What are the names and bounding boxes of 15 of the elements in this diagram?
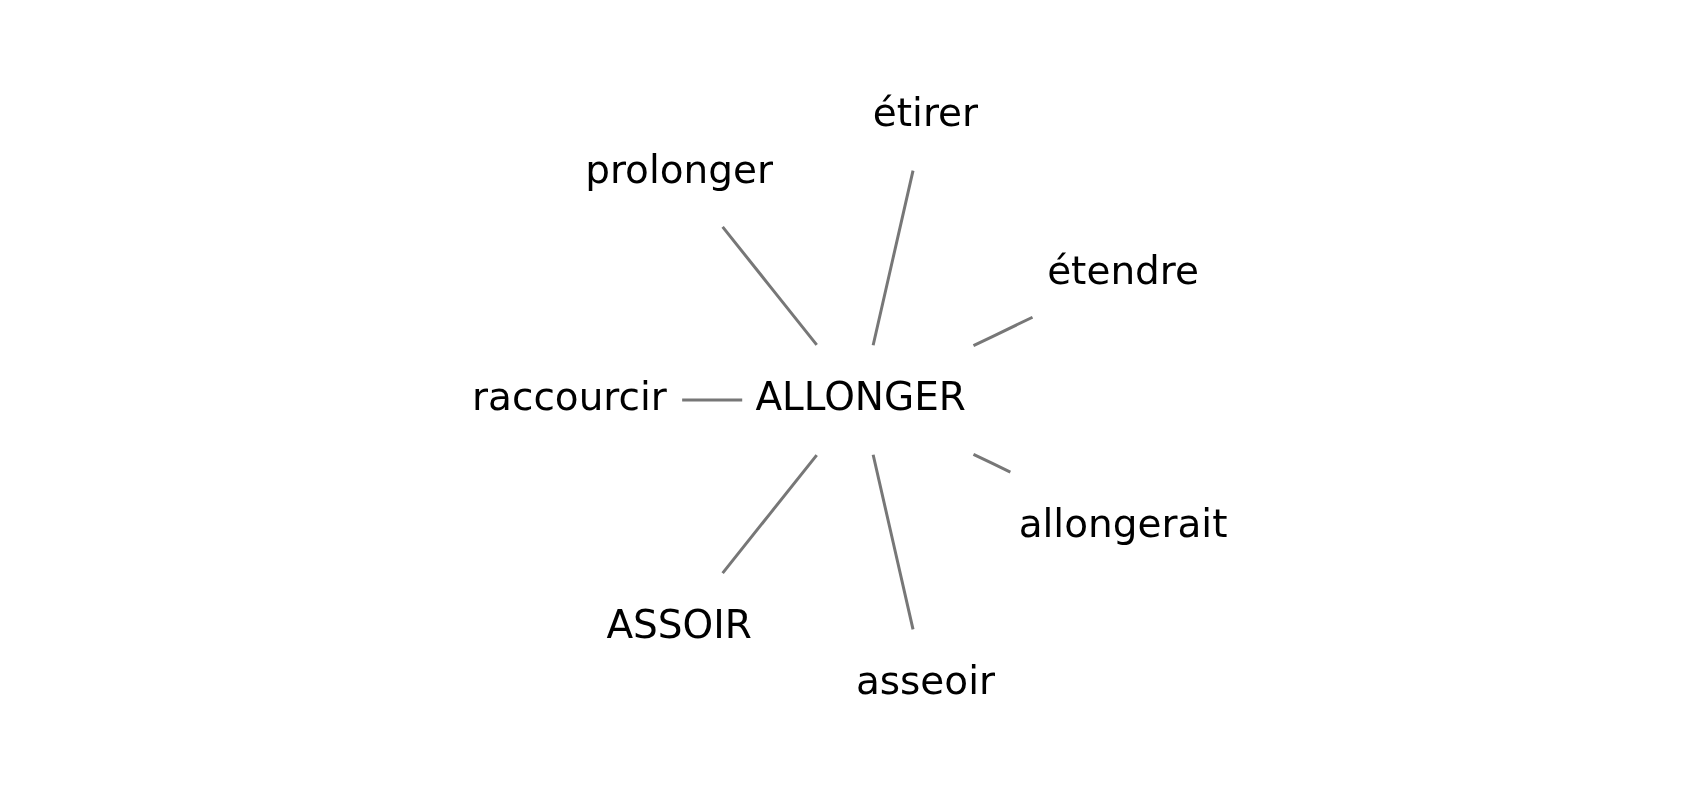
connector (972, 452, 1011, 474)
node-text: asseoir (855, 658, 996, 704)
node-text: étirer (872, 90, 979, 136)
node-text: ALLONGER (755, 374, 966, 420)
connector (871, 454, 915, 630)
connector (721, 454, 818, 574)
connector (972, 315, 1034, 347)
node-text: ASSOIR (606, 601, 752, 647)
connector (682, 398, 743, 402)
connector (721, 225, 818, 346)
node-text: étendre (1047, 247, 1199, 293)
node-text: prolonger (585, 146, 774, 192)
node-text: raccourcir (472, 374, 667, 420)
node-text: allongerait (1018, 500, 1228, 546)
connector (871, 170, 915, 346)
